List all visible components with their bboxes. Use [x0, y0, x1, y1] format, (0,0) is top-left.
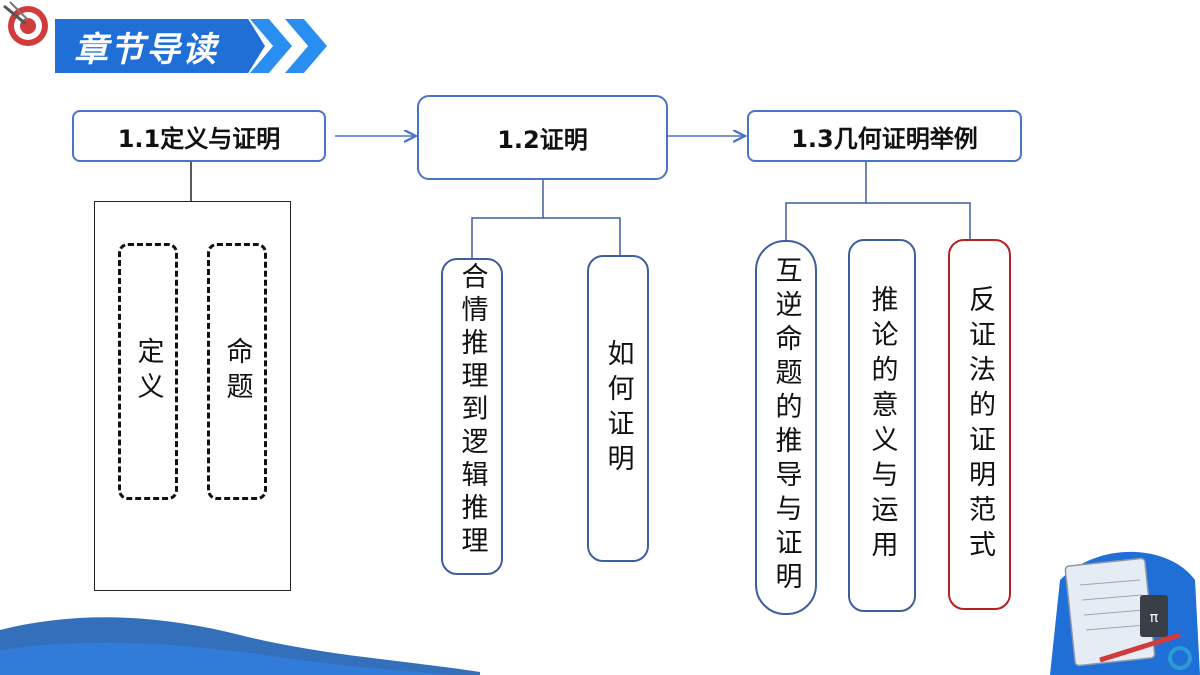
child-definition: 定义	[118, 243, 178, 500]
node-1-2-label: 1.2证明	[497, 126, 588, 154]
header-banner	[55, 19, 265, 73]
child-proposition: 命题	[207, 243, 267, 500]
child-converse-propositions-label: 互逆命题的推导与证明	[770, 256, 802, 596]
child-corollary: 推论的意义与运用	[848, 239, 916, 612]
svg-text:π: π	[1150, 610, 1159, 626]
bottom-wave-decoration	[0, 617, 480, 675]
dart-target-icon	[0, 0, 56, 56]
child-definition-label: 定义	[132, 336, 164, 407]
child-corollary-label: 推论的意义与运用	[866, 285, 898, 565]
node-1-1-label: 1.1定义与证明	[117, 124, 281, 153]
child-contradiction-label: 反证法的证明范式	[964, 285, 995, 565]
child-reasoning-label: 合情推理到逻辑推理	[456, 262, 488, 559]
child-how-to-prove: 如何证明	[587, 255, 649, 562]
node-1-3: 1.3几何证明举例	[747, 110, 1022, 162]
node-1-2: 1.2证明	[417, 95, 668, 180]
child-reasoning: 合情推理到逻辑推理	[441, 258, 503, 575]
math-notebook-illustration: π	[1050, 551, 1200, 675]
node-1-1-children-frame	[94, 201, 291, 591]
child-proposition-label: 命题	[221, 336, 253, 407]
page-title: 章节导读	[74, 30, 218, 70]
node-1-3-label: 1.3几何证明举例	[791, 124, 978, 153]
child-how-to-prove-label: 如何证明	[602, 338, 634, 479]
node-1-1: 1.1定义与证明	[72, 110, 326, 162]
child-contradiction: 反证法的证明范式	[948, 239, 1011, 610]
child-converse-propositions: 互逆命题的推导与证明	[755, 240, 817, 615]
